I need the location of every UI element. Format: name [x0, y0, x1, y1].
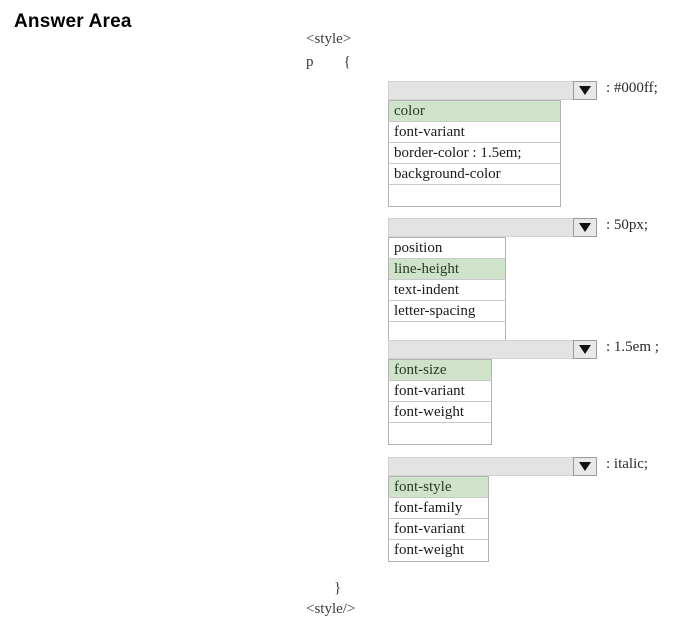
option-item[interactable]: font-variant: [389, 381, 491, 402]
chevron-down-icon[interactable]: [573, 218, 597, 237]
option-item[interactable]: border-color : 1.5em;: [389, 143, 560, 164]
chevron-down-icon[interactable]: [573, 457, 597, 476]
option-list: position line-height text-indent letter-…: [388, 237, 506, 344]
option-item[interactable]: font-variant: [389, 122, 560, 143]
declaration-value-text: : #000ff;: [606, 80, 658, 96]
chevron-down-glyph: [579, 223, 591, 232]
code-line-selector: p {: [306, 54, 351, 70]
declaration-value-text: : 1.5em ;: [606, 339, 659, 355]
option-item[interactable]: font-variant: [389, 519, 488, 540]
code-line-brace-close: }: [334, 580, 342, 596]
option-list: color font-variant border-color : 1.5em;…: [388, 100, 561, 207]
select-bar[interactable]: [388, 218, 597, 237]
option-list: font-size font-variant font-weight: [388, 359, 492, 445]
option-item[interactable]: color: [389, 101, 560, 122]
chevron-down-glyph: [579, 86, 591, 95]
option-item[interactable]: letter-spacing: [389, 301, 505, 322]
code-line-style-close: <style/>: [306, 601, 356, 617]
declaration-value-text: : 50px;: [606, 217, 649, 233]
page-title: Answer Area: [14, 11, 132, 32]
chevron-down-glyph: [579, 345, 591, 354]
code-line-style-open: <style>: [306, 31, 352, 47]
option-item[interactable]: position: [389, 238, 505, 259]
chevron-down-icon[interactable]: [573, 340, 597, 359]
chevron-down-icon[interactable]: [573, 81, 597, 100]
select-bar[interactable]: [388, 340, 597, 359]
option-item[interactable]: line-height: [389, 259, 505, 280]
declaration-value-text: : italic;: [606, 456, 649, 472]
option-item[interactable]: font-size: [389, 360, 491, 381]
select-bar[interactable]: [388, 457, 597, 476]
select-bar[interactable]: [388, 81, 597, 100]
option-list: font-style font-family font-variant font…: [388, 476, 489, 562]
option-item[interactable]: font-weight: [389, 402, 491, 423]
option-item[interactable]: text-indent: [389, 280, 505, 301]
option-item[interactable]: [389, 185, 560, 206]
option-item[interactable]: background-color: [389, 164, 560, 185]
option-item[interactable]: font-family: [389, 498, 488, 519]
option-item[interactable]: font-style: [389, 477, 488, 498]
option-item[interactable]: font-weight: [394, 542, 464, 558]
chevron-down-glyph: [579, 462, 591, 471]
option-item[interactable]: [389, 423, 491, 444]
